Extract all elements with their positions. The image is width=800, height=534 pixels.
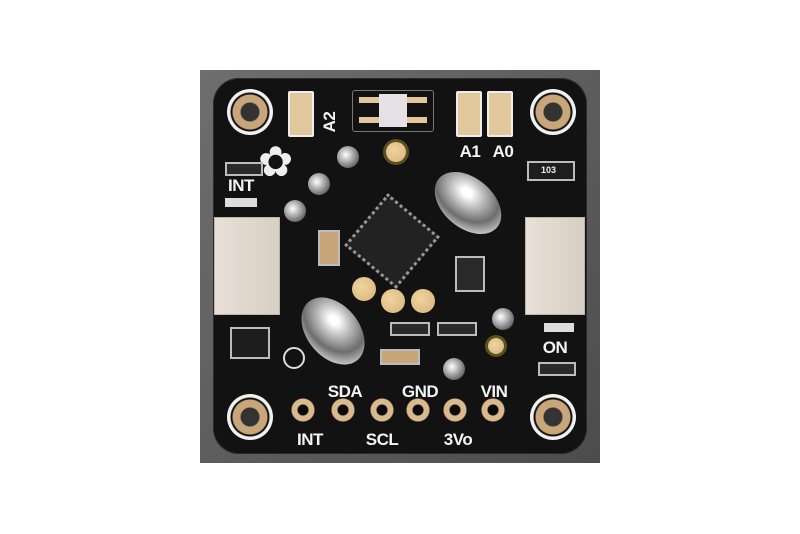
jumper-a2-label: A2	[320, 111, 339, 133]
regulator-chip	[230, 327, 270, 359]
pin-label-sda: SDA	[327, 382, 363, 401]
pin-label-vin: VIN	[480, 382, 508, 401]
capacitor	[380, 349, 420, 365]
stemma-qt-connector-right	[525, 217, 585, 315]
pin-gnd	[406, 398, 430, 422]
mounting-hole-bottom-left	[227, 394, 273, 440]
via	[337, 146, 359, 168]
flower-logo-icon: ✿	[258, 138, 294, 185]
test-pad	[386, 142, 406, 162]
power-led-label: ON	[542, 338, 568, 357]
power-resistor	[538, 362, 576, 376]
pin-scl	[370, 398, 394, 422]
mounting-hole-top-right	[530, 89, 576, 135]
power-led	[544, 323, 574, 332]
pin-sda	[331, 398, 355, 422]
pin-vin	[481, 398, 505, 422]
gold-pad	[352, 277, 376, 301]
via	[284, 200, 306, 222]
resistor-marking: 103	[541, 165, 557, 175]
circle-marker-icon	[283, 347, 305, 369]
sensor-pad	[407, 97, 427, 103]
light-sensor	[352, 90, 434, 132]
sensor-pad	[359, 97, 379, 103]
int-led	[225, 198, 257, 207]
test-pad	[488, 338, 504, 354]
jumper-a1-pad	[456, 91, 482, 137]
pin-label-3vo: 3Vo	[443, 430, 473, 449]
resistor	[390, 322, 430, 336]
pin-label-gnd: GND	[401, 382, 439, 401]
small-ic	[455, 256, 485, 292]
jumper-a2-pad	[288, 91, 314, 137]
pin-3vo	[443, 398, 467, 422]
via	[492, 308, 514, 330]
pin-label-int: INT	[297, 430, 323, 449]
resistor	[437, 322, 477, 336]
via	[308, 173, 330, 195]
resistor-network: 103	[527, 161, 575, 181]
pin-label-scl: SCL	[365, 430, 399, 449]
int-led-label: INT	[228, 176, 254, 195]
int-resistor	[225, 162, 263, 176]
stemma-qt-connector-left	[214, 217, 280, 315]
mounting-hole-top-left	[227, 89, 273, 135]
sensor-pad	[407, 117, 427, 123]
capacitor	[318, 230, 340, 266]
jumper-a0-pad	[487, 91, 513, 137]
gold-pad	[411, 289, 435, 313]
sensor-window	[379, 94, 407, 127]
sensor-pad	[359, 117, 379, 123]
jumper-a1-label: A1	[459, 142, 481, 161]
via	[443, 358, 465, 380]
mounting-hole-bottom-right	[530, 394, 576, 440]
jumper-a0-label: A0	[492, 142, 514, 161]
pin-int	[291, 398, 315, 422]
gold-pad	[381, 289, 405, 313]
